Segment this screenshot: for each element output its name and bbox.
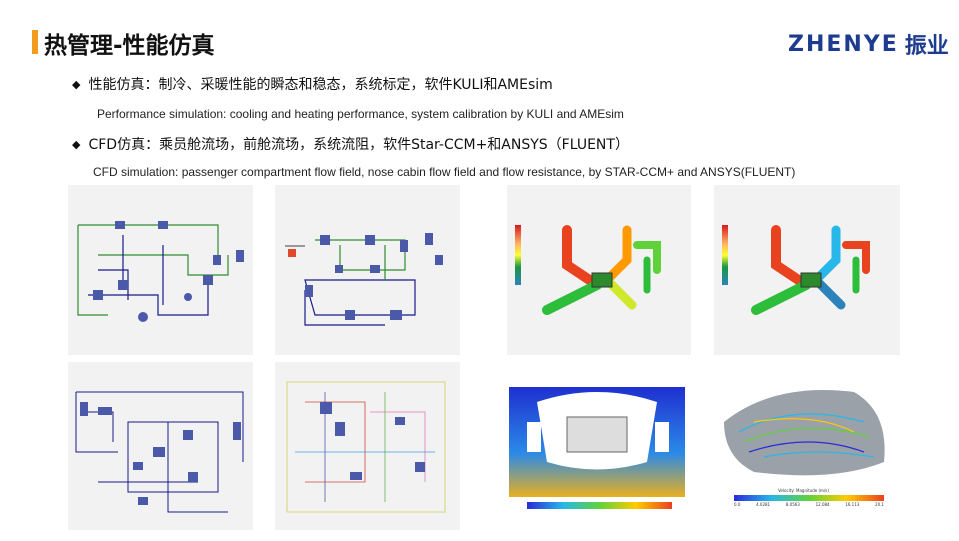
system-schematic-1 — [68, 362, 253, 530]
bullet-performance-translation: Performance simulation: cooling and heat… — [97, 107, 624, 121]
bullet-cfd-text: CFD仿真：乘员舱流场，前舱流场，系统流阻，软件Star-CCM+和ANSYS（… — [88, 137, 629, 153]
page-title: 热管理-性能仿真 — [44, 33, 215, 59]
bullet-cfd-translation: CFD simulation: passenger compartment fl… — [93, 165, 796, 179]
legend-tick: 20.1 — [875, 502, 884, 507]
bullet-cfd: ◆ CFD仿真：乘员舱流场，前舱流场，系统流阻，软件Star-CCM+和ANSY… — [72, 134, 629, 154]
legend-tick: 8.0563 — [785, 502, 800, 507]
cfd-duct-result-1 — [507, 185, 691, 355]
cfd-front-cabin-contour — [507, 362, 691, 512]
legend-tick: 16.113 — [845, 502, 860, 507]
cfd-duct-result-2 — [714, 185, 900, 355]
diamond-bullet-icon: ◆ — [72, 137, 81, 151]
logo-chinese-text: 振业 — [904, 34, 949, 59]
title-accent-bar — [32, 30, 38, 54]
bullet-performance: ◆ 性能仿真：制冷、采暖性能的瞬态和稳态，系统标定，软件KULI和AMEsim — [72, 74, 553, 94]
legend-tick: 4.0281 — [756, 502, 771, 507]
cfd-cabin-streamlines: Velocity: Magnitude (m/s) 0.0 4.0281 8.0… — [714, 362, 900, 512]
bullet-performance-text: 性能仿真：制冷、采暖性能的瞬态和稳态，系统标定，软件KULI和AMEsim — [88, 77, 553, 93]
company-logo: ZHENYE 振业 — [788, 30, 949, 60]
logo-latin-text: ZHENYE — [788, 31, 899, 57]
legend-label: Velocity: Magnitude (m/s) — [778, 488, 829, 493]
amesim-schematic-1 — [68, 185, 253, 355]
legend-tick: 12.084 — [815, 502, 830, 507]
amesim-schematic-2 — [275, 185, 460, 355]
legend-tick: 0.0 — [734, 502, 741, 507]
legend-ticks: 0.0 4.0281 8.0563 12.084 16.113 20.1 — [734, 502, 884, 507]
system-schematic-2 — [275, 362, 460, 530]
diamond-bullet-icon: ◆ — [72, 77, 81, 91]
